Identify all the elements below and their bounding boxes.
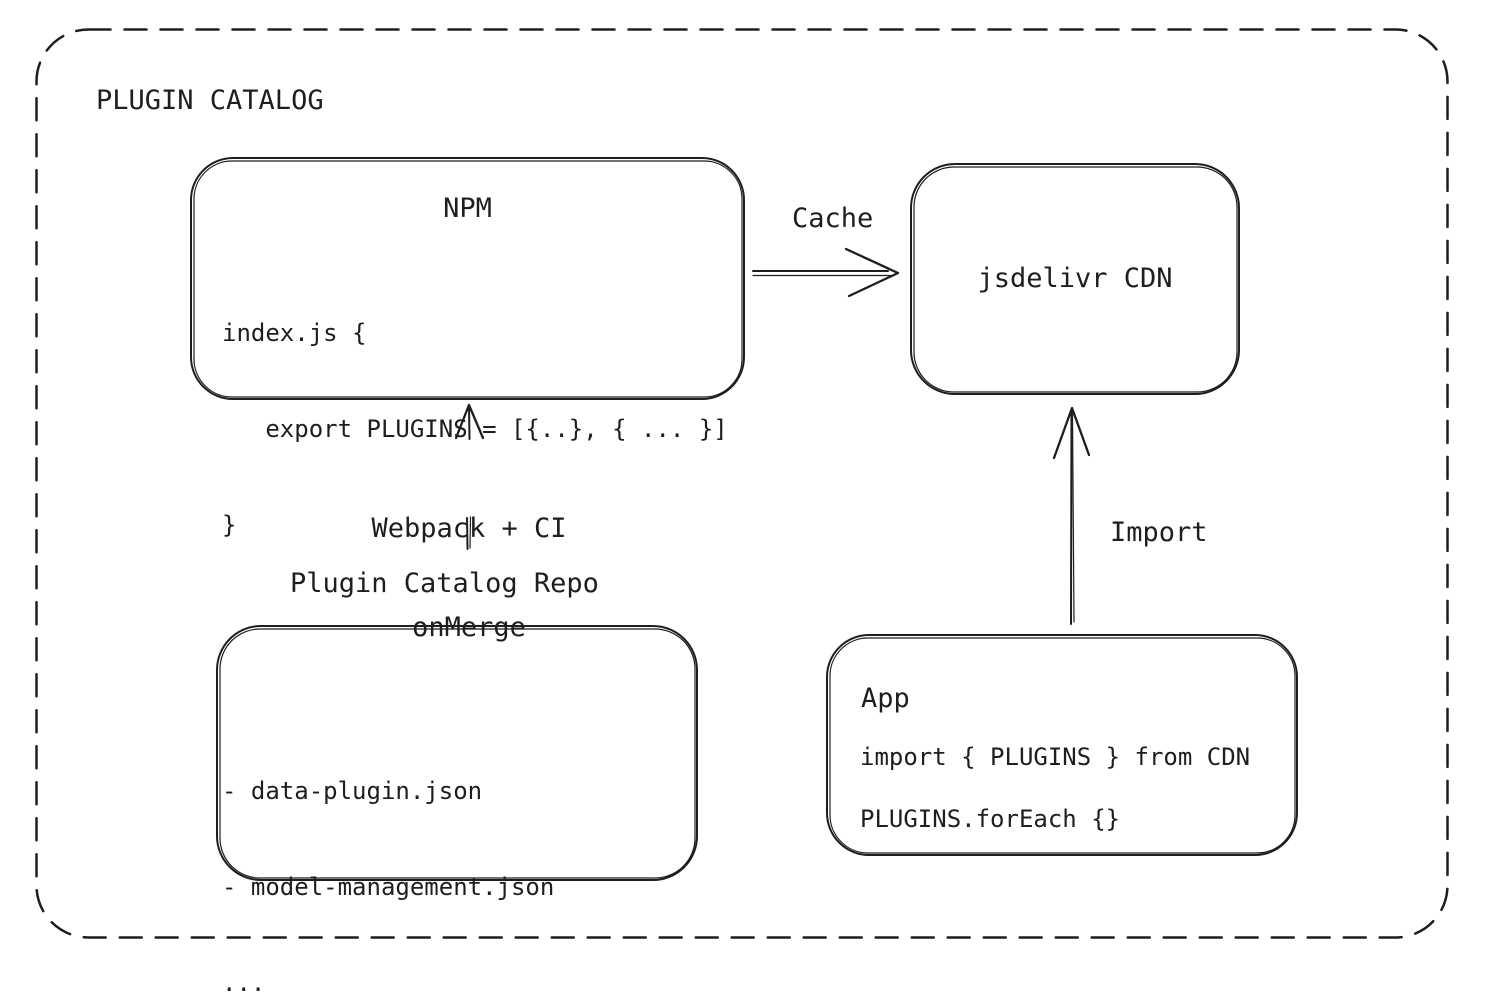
npm-code-line: } <box>222 511 237 539</box>
npm-box-outline-echo <box>193 160 743 398</box>
npm-box <box>190 157 745 400</box>
app-code-line: PLUGINS.forEach {} <box>860 805 1121 833</box>
import-arrow-shaft <box>1070 409 1073 625</box>
repo-file-item: - model-management.json <box>222 873 555 901</box>
npm-box-outline <box>190 157 745 400</box>
app-code-line: import { PLUGINS } from CDN <box>860 743 1251 771</box>
app-box-outline <box>826 634 1298 856</box>
import-arrow <box>1052 406 1091 625</box>
repo-file-item: ... <box>222 969 266 997</box>
diagram-title: PLUGIN CATALOG <box>96 85 324 116</box>
cache-arrow <box>752 247 900 298</box>
app-box <box>826 634 1298 856</box>
app-box-outline-echo <box>829 637 1296 854</box>
repo-box-title: Plugin Catalog Repo <box>290 568 599 599</box>
webpack-ci-arrow <box>454 403 485 550</box>
npm-code-block: index.js { export PLUGINS = [{..}, { ...… <box>222 253 728 605</box>
repo-file-item: - data-plugin.json <box>222 777 483 805</box>
import-arrow-label: Import <box>1110 517 1208 548</box>
cache-arrow-label: Cache <box>792 203 874 234</box>
jsdelivr-cdn-label: jsdelivr CDN <box>977 263 1173 294</box>
webpack-arrow-lower-shaft-echo <box>469 516 472 549</box>
plugin-catalog-boundary <box>35 28 1449 939</box>
webpack-ci-arrow-label: Webpack + CI onMerge <box>344 446 594 710</box>
webpack-ci-label-line: Webpack + CI <box>371 513 567 544</box>
npm-code-line: index.js { <box>222 319 367 347</box>
plugin-catalog-repo-box <box>216 625 698 881</box>
webpack-arrow-lower-shaft <box>466 517 469 550</box>
app-box-title: App <box>861 683 910 714</box>
jsdelivr-cdn-box-outline-echo <box>913 166 1238 393</box>
webpack-ci-label-line: onMerge <box>412 612 526 643</box>
repo-box-outline <box>216 625 698 881</box>
jsdelivr-cdn-box <box>910 163 1240 395</box>
npm-box-title: NPM <box>443 193 492 224</box>
repo-box-outline-echo <box>219 628 696 879</box>
jsdelivr-cdn-box-outline <box>910 163 1240 395</box>
import-arrowhead <box>1052 406 1091 460</box>
cache-arrowhead <box>844 247 900 298</box>
import-arrow-shaft-echo <box>1071 413 1075 623</box>
npm-code-line: export PLUGINS = [{..}, { ... }] <box>222 415 728 443</box>
repo-file-list: - data-plugin.json - model-management.js… <box>222 711 554 1002</box>
webpack-arrowhead <box>454 403 485 440</box>
webpack-arrow-upper-shaft <box>468 405 471 440</box>
